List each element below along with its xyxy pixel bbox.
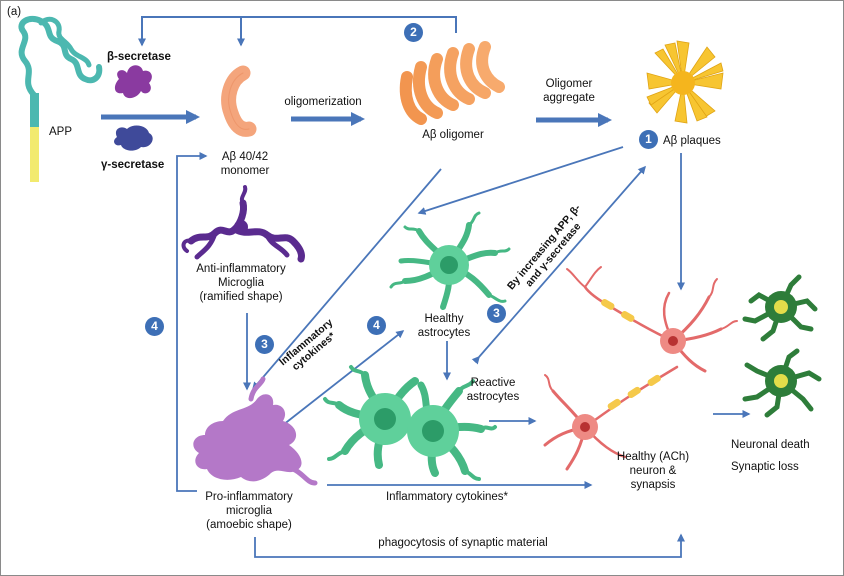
oligomer-icon bbox=[399, 41, 505, 125]
step-badge-microglia: 3 bbox=[255, 335, 274, 354]
anti-microglia-label-1: Anti-inflammatory bbox=[196, 263, 286, 275]
app-icon bbox=[18, 15, 103, 182]
phagocytosis-arrow bbox=[254, 533, 685, 558]
gamma-secretase-label: γ-secretase bbox=[101, 159, 165, 171]
plaques-to-astrocytes-arrow bbox=[417, 146, 624, 215]
plaque-icon bbox=[646, 40, 724, 124]
gamma-secretase-icon bbox=[114, 125, 153, 151]
healthy-neuron-label-2: neuron & bbox=[629, 465, 677, 477]
beta-secretase-icon bbox=[114, 65, 152, 99]
left-loop-arrow bbox=[176, 152, 208, 492]
oligomer-aggregate-label-1: Oligomer bbox=[545, 78, 593, 90]
step-badge-left: 4 bbox=[145, 317, 164, 336]
reactive-astrocytes-label-2: astrocytes bbox=[466, 391, 520, 403]
arrows bbox=[101, 16, 751, 558]
neuronal-death-label: Neuronal death bbox=[731, 439, 810, 451]
healthy-neuron-label-1: Healthy (ACh) bbox=[616, 451, 690, 463]
oligomer-label: Aβ oligomer bbox=[422, 129, 484, 141]
phagocytosis-label: phagocytosis of synaptic material bbox=[378, 537, 548, 549]
monomer-label-2: monomer bbox=[220, 165, 270, 177]
app-label: APP bbox=[49, 126, 73, 138]
beta-secretase-label: β-secretase bbox=[107, 51, 171, 63]
healthy-astrocyte-icon bbox=[389, 211, 511, 310]
anti-microglia-label-2: Microglia bbox=[217, 277, 265, 289]
secretase-double-arrow bbox=[471, 165, 646, 365]
reactive-astrocyte-icon bbox=[323, 365, 497, 481]
step-badge-top: 2 bbox=[404, 23, 423, 42]
microglia-to-astrocytes-arrow bbox=[282, 330, 405, 426]
step-badge-cytokines: 4 bbox=[367, 316, 386, 335]
panel-label: (a) bbox=[7, 6, 22, 18]
pro-inflammatory-microglia-icon bbox=[193, 394, 302, 482]
feedback-loop-arrow bbox=[138, 16, 457, 47]
monomer-icon bbox=[221, 65, 257, 137]
pro-microglia-label-3: (amoebic shape) bbox=[206, 519, 292, 531]
synaptic-loss-label: Synaptic loss bbox=[731, 461, 799, 473]
oligomer-aggregate-label-2: aggregate bbox=[543, 92, 595, 104]
healthy-neuron-icon bbox=[543, 266, 738, 471]
healthy-astrocytes-label-1: Healthy bbox=[424, 313, 464, 325]
anti-inflammatory-microglia-icon bbox=[181, 185, 305, 263]
healthy-neuron-label-3: synapsis bbox=[630, 479, 676, 491]
monomer-label-1: Aβ 40/42 bbox=[221, 151, 269, 163]
anti-microglia-label-3: (ramified shape) bbox=[199, 291, 283, 303]
oligomer-to-microglia-arrow bbox=[252, 168, 442, 391]
reactive-astrocytes-label-1: Reactive bbox=[470, 377, 516, 389]
healthy-astrocytes-label-2: astrocytes bbox=[417, 327, 471, 339]
dead-neuron-icon bbox=[742, 274, 822, 418]
step-badge-plaques: 1 bbox=[639, 130, 658, 149]
pro-microglia-label-1: Pro-inflammatory bbox=[205, 491, 293, 503]
oligomerization-label: oligomerization bbox=[284, 96, 362, 108]
pro-microglia-label-2: microglia bbox=[225, 505, 273, 517]
inflammatory-cytokines-label: Inflammatory cytokines* bbox=[385, 491, 509, 503]
plaques-label: Aβ plaques bbox=[663, 135, 721, 147]
step-badge-secretase: 3 bbox=[487, 304, 506, 323]
